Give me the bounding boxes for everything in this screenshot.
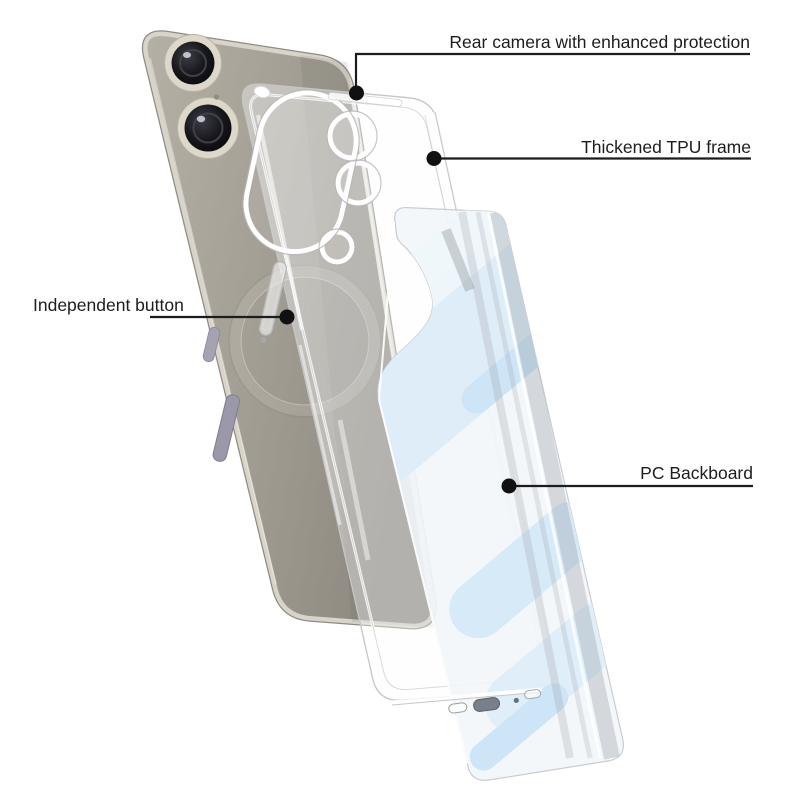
case-bottom-ports (391, 687, 543, 714)
callout-dots (279, 85, 517, 494)
camera-lens-bottom-glint (196, 115, 206, 123)
callout-dot-tpu-frame (426, 151, 442, 166)
backboard-edge-highlight (378, 221, 469, 764)
speaker-cutout-right (524, 689, 542, 700)
phone-body (143, 31, 436, 629)
charging-port-cutout (473, 697, 501, 712)
action-button (202, 326, 221, 363)
callout-label-rear-camera: Rear camera with enhanced protection (449, 32, 750, 52)
camera-lens-bottom (184, 104, 232, 152)
case-camera-cutout (242, 89, 382, 266)
callout-label-tpu-frame: Thickened TPU frame (581, 137, 751, 157)
callouts (150, 52, 753, 488)
camera-lens-top-glint (183, 52, 191, 58)
callout-dot-independent-button (279, 309, 295, 325)
flash-dot (213, 94, 220, 100)
callout-dot-pc-backboard (501, 478, 517, 494)
callout-label-independent-button: Independent button (33, 295, 184, 315)
callout-dot-rear-camera (349, 85, 364, 101)
camera-lens-top-inner-ring (179, 49, 207, 77)
rear-camera-module (164, 34, 239, 159)
callout-label-pc-backboard: PC Backboard (640, 463, 753, 483)
callout-line-rear-camera (354, 52, 750, 90)
pc-backboard (377, 206, 624, 781)
callout-labels: Rear camera with enhanced protection Thi… (33, 32, 753, 483)
phone-left-edge-highlight (149, 57, 277, 585)
magsafe-ring (228, 264, 382, 418)
camera-lens-bottom-inner-ring (192, 112, 224, 144)
case-top-inner-pill (327, 92, 403, 107)
mic-hole (513, 697, 519, 704)
camera-lens-top (171, 41, 215, 85)
speaker-cutout-left (448, 702, 468, 714)
volume-button (212, 394, 240, 462)
case-corner-nub (253, 85, 271, 99)
